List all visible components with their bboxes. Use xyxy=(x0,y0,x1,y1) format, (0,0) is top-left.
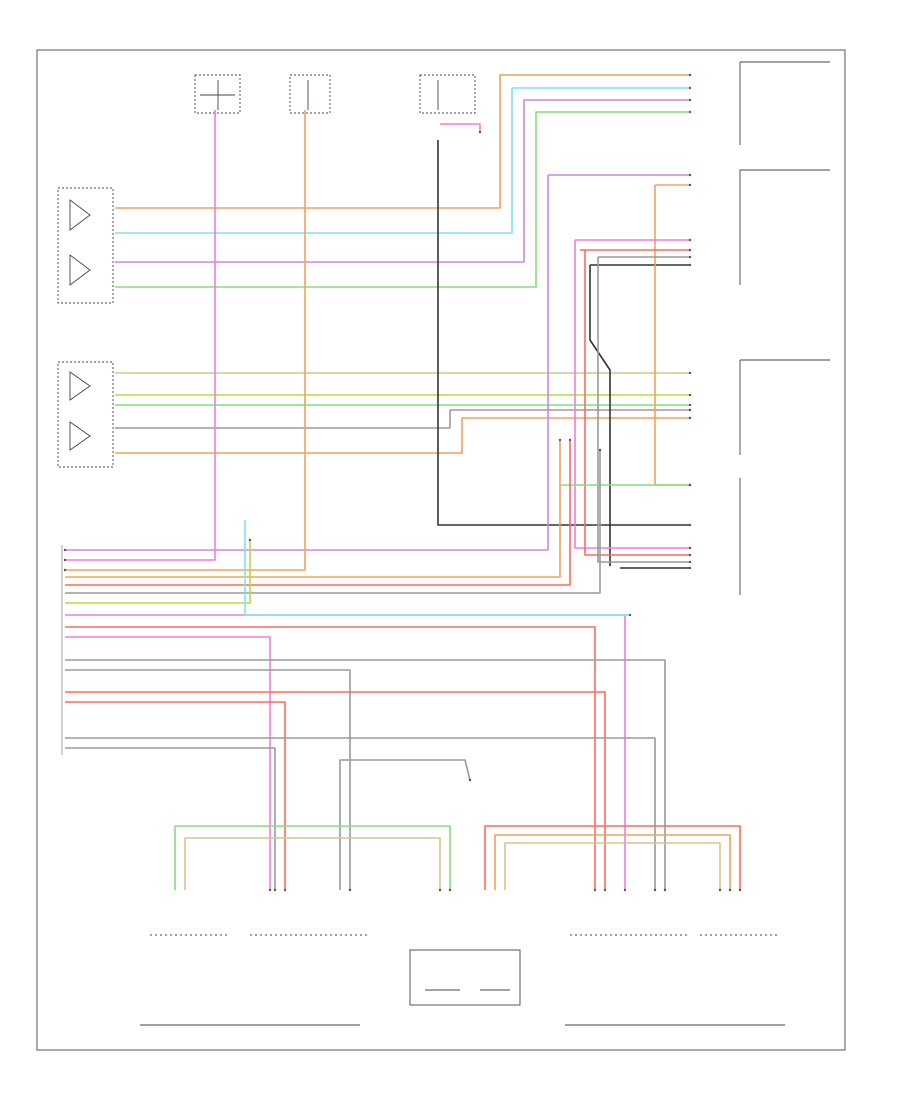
wire-terminal xyxy=(688,173,692,177)
wire-terminal xyxy=(688,371,692,375)
wire-mid-orange-h xyxy=(115,417,690,454)
wire-terminal xyxy=(688,98,692,102)
wire-right-red-v xyxy=(584,250,690,556)
wire-terminal xyxy=(593,888,597,892)
wire-terminal xyxy=(688,416,692,420)
wire-terminal xyxy=(608,563,612,567)
wire-terminal xyxy=(623,888,627,892)
wire-bus-pink-3 xyxy=(65,636,271,890)
wire-gray-loop xyxy=(339,759,471,890)
wire-left-orange-v xyxy=(65,110,306,571)
right-top-connector xyxy=(739,61,830,145)
wire-terminal xyxy=(688,560,692,564)
wire-right-pink-v xyxy=(574,240,690,549)
wire-cyan-mid-v xyxy=(244,520,630,616)
wire-black-right-v xyxy=(589,265,611,565)
wire-terminal xyxy=(558,438,562,442)
fuse-block-3 xyxy=(419,74,476,114)
wire-terminal xyxy=(688,566,692,570)
wire-terminal xyxy=(738,888,742,892)
wire-top-orange-h xyxy=(115,74,690,209)
wire-left-pink-v xyxy=(65,110,216,561)
wire-terminal xyxy=(688,238,692,242)
wire-terminal xyxy=(478,130,482,134)
wire-top-pink-stub xyxy=(440,123,481,132)
wire-bus-gray-1 xyxy=(65,450,601,594)
left-front-channel-module xyxy=(739,169,830,285)
wire-mid-gray-h xyxy=(115,409,690,429)
wire-terminal xyxy=(603,888,607,892)
wire-terminal xyxy=(688,248,692,252)
wire-terminal xyxy=(688,73,692,77)
wire-orange-bottom-right xyxy=(494,834,731,890)
wire-terminal xyxy=(688,110,692,114)
wire-terminal xyxy=(468,778,472,782)
wire-bus-gray-4 xyxy=(65,737,656,890)
wire-top-violet-h xyxy=(115,99,690,263)
wire-tan-bottom-right xyxy=(504,842,721,890)
wire-bus-gray-5 xyxy=(65,747,276,890)
wire-terminal xyxy=(63,548,67,552)
wire-terminal xyxy=(688,255,692,259)
wire-right-orange-v xyxy=(654,185,690,486)
right-mid-connector xyxy=(739,359,830,455)
wire-terminal xyxy=(688,183,692,187)
wire-terminal xyxy=(268,888,272,892)
wire-terminal xyxy=(718,888,722,892)
wire-bus-red xyxy=(65,440,571,586)
wire-terminal xyxy=(688,553,692,557)
wire-tan-bottom-left xyxy=(184,837,441,890)
wire-terminal xyxy=(688,86,692,90)
wire-right-gray-v xyxy=(597,257,690,563)
fuse-block-1 xyxy=(194,74,241,114)
wire-terminal xyxy=(728,888,732,892)
right-front-speaker xyxy=(57,361,114,468)
wire-bus-red-3 xyxy=(65,691,606,890)
wire-terminal xyxy=(688,403,692,407)
wire-terminal xyxy=(348,888,352,892)
wire-bus-pink-2 xyxy=(65,614,626,890)
wire-terminal xyxy=(273,888,277,892)
wire-red-bottom-right xyxy=(484,825,741,890)
wire-terminal xyxy=(688,393,692,397)
wire-terminal xyxy=(63,558,67,562)
center-bottom-component xyxy=(409,949,521,1006)
wire-bus-orange xyxy=(65,440,561,578)
wire-terminal xyxy=(568,438,572,442)
wire-terminal xyxy=(63,568,67,572)
wire-terminal xyxy=(283,888,287,892)
wire-right-violet-v xyxy=(65,175,549,551)
wire-bus-red-4 xyxy=(65,701,286,890)
wire-top-cyan-h xyxy=(115,87,690,234)
wire-bus-gray-2 xyxy=(65,659,666,890)
wire-terminal xyxy=(653,888,657,892)
wire-terminal xyxy=(248,538,252,542)
wire-bus-red-2 xyxy=(65,626,596,890)
wire-terminal xyxy=(688,263,692,267)
wire-terminal xyxy=(598,448,602,452)
wire-terminal xyxy=(663,888,667,892)
wire-bus-lime xyxy=(65,540,251,604)
wire-terminal xyxy=(688,408,692,412)
diagram-frame xyxy=(36,49,846,1051)
wire-bus-gray-3 xyxy=(65,669,351,890)
left-front-speaker xyxy=(57,187,114,304)
wire-terminal xyxy=(448,888,452,892)
wire-terminal xyxy=(688,546,692,550)
wire-terminal xyxy=(628,613,632,617)
wire-layer xyxy=(63,73,742,892)
wire-terminal xyxy=(438,888,442,892)
wire-green-bottom-left xyxy=(174,825,451,890)
fuse-block-2 xyxy=(289,74,331,114)
wire-terminal xyxy=(688,483,692,487)
wire-terminal xyxy=(688,523,692,527)
wire-black-main xyxy=(437,140,690,526)
wire-top-green-h xyxy=(115,111,690,288)
